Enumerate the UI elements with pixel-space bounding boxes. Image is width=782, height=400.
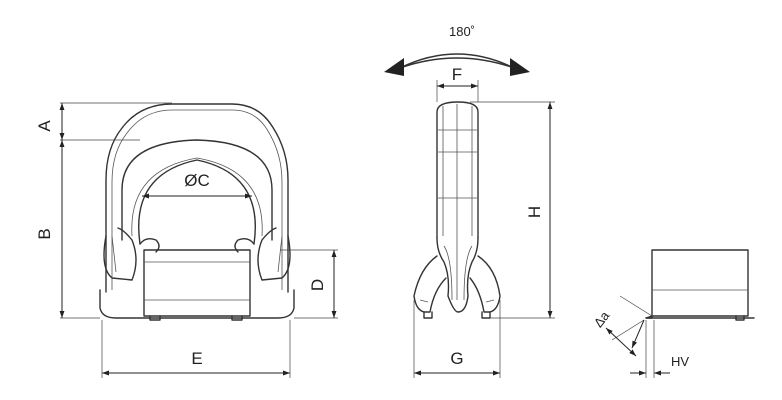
label-h: H (525, 206, 544, 218)
label-g: G (450, 349, 463, 368)
label-d: D (308, 279, 327, 291)
label-f: F (452, 65, 462, 84)
side-view (413, 101, 501, 319)
label-a: A (35, 120, 54, 132)
label-e: E (191, 349, 202, 368)
weld-detail (645, 249, 755, 321)
side-dimensions (413, 80, 555, 378)
label-b: B (35, 228, 54, 239)
rotation-arrow (384, 53, 530, 76)
front-dimensions (59, 102, 338, 378)
weld-dimensions (605, 295, 670, 378)
label-rotation: 180˚ (449, 24, 475, 39)
label-hv: HV (671, 354, 689, 369)
label-delta-a: Δa (591, 308, 613, 330)
front-view (99, 103, 295, 321)
label-c: ØC (184, 171, 210, 190)
